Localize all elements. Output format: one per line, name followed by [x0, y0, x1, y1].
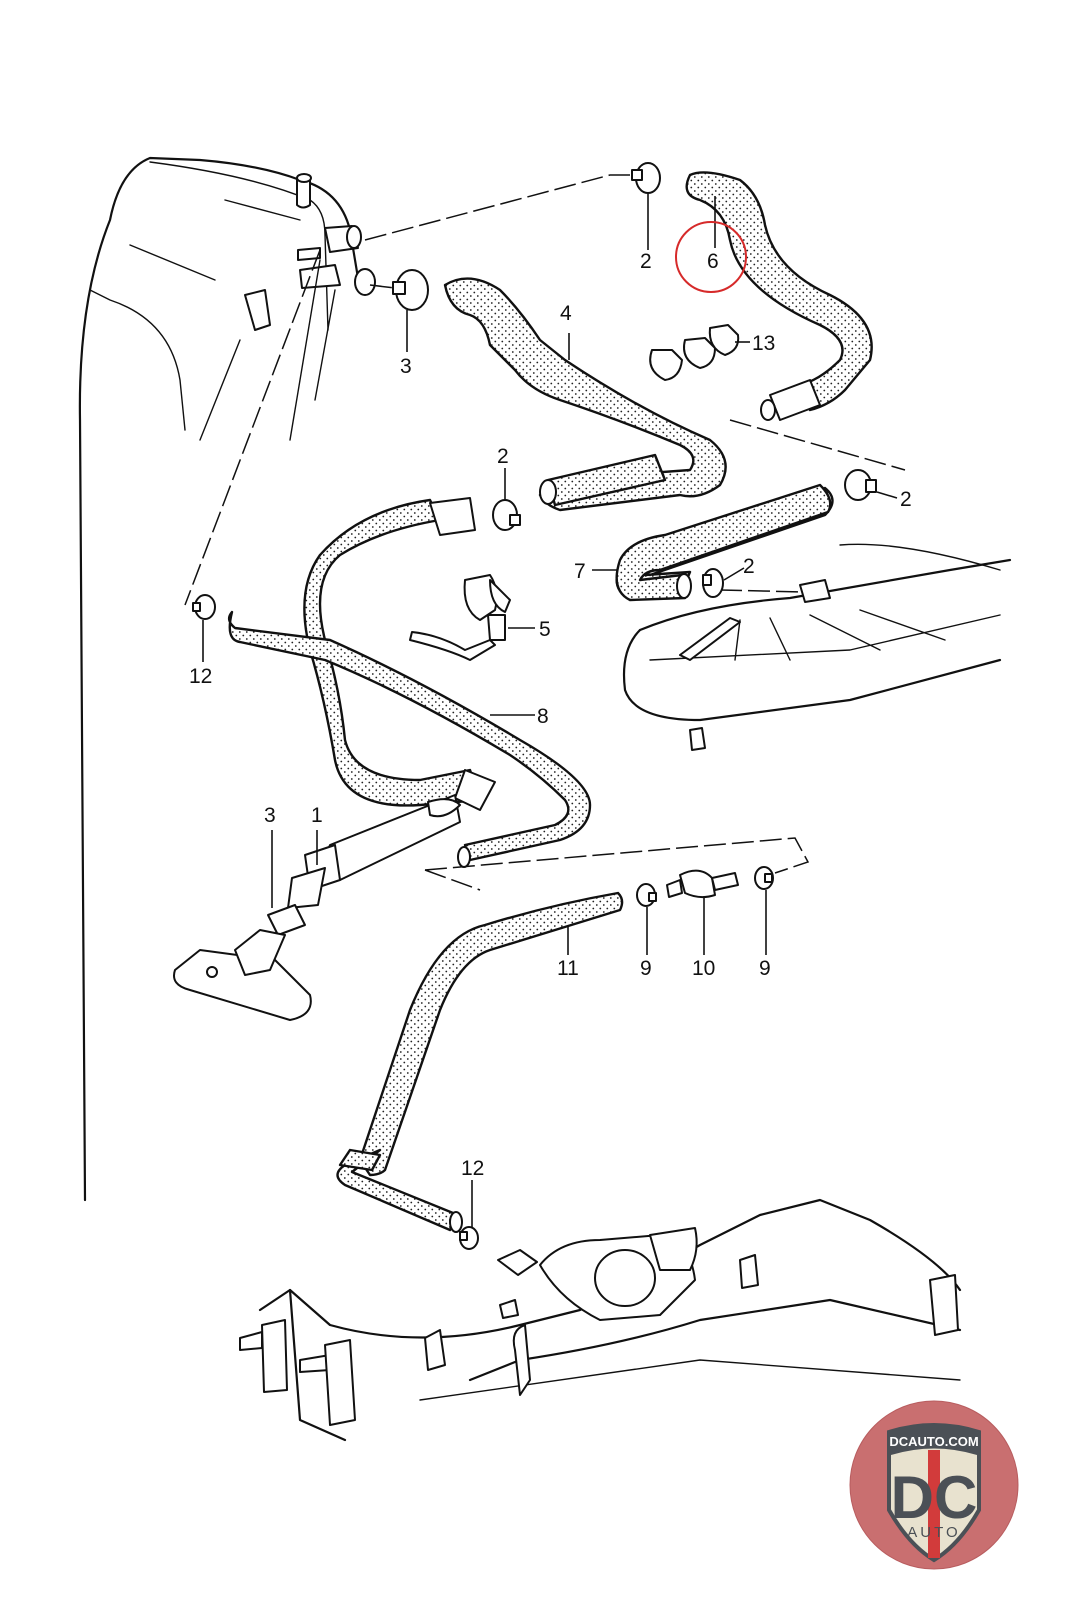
nipple — [497, 1249, 538, 1276]
callout-3-top: 3 — [400, 355, 412, 378]
filler-base — [173, 929, 312, 1021]
clamp-12-bottom — [459, 1226, 479, 1250]
hose-6-fitting — [769, 379, 821, 421]
leader-lines — [202, 193, 898, 1228]
callout-1: 1 — [311, 804, 323, 827]
clamp-2-right — [844, 469, 877, 501]
logo-stripe — [928, 1450, 940, 1558]
hose-8 — [227, 610, 592, 862]
logo-top-text: DCAUTO.COM — [889, 1434, 978, 1449]
air-filter-housing — [622, 543, 1012, 751]
valve-10 — [666, 869, 739, 899]
clamp-9-left — [636, 883, 657, 907]
clamp-2-mid — [492, 499, 521, 531]
callout-12-bottom: 12 — [461, 1157, 484, 1180]
oil-tank — [78, 156, 376, 1202]
callout-11: 11 — [557, 957, 579, 980]
bracket-5 — [409, 574, 511, 661]
hose-11 — [358, 891, 624, 1177]
callout-12-left: 12 — [189, 665, 212, 688]
clamp-2-top — [631, 162, 661, 194]
callout-13: 13 — [752, 332, 775, 355]
callout-9-left: 9 — [640, 957, 652, 980]
callout-9-right: 9 — [759, 957, 771, 980]
clamp-3-low — [267, 904, 306, 936]
clamp-3-top — [392, 269, 429, 311]
clamp-12-left — [192, 594, 216, 620]
callout-labels: 2 6 3 4 13 2 2 7 2 5 12 8 3 1 11 9 10 9 … — [189, 221, 912, 1180]
clamp-2-lower — [702, 568, 724, 598]
logo-sub-text: AUTO — [907, 1524, 960, 1541]
dcauto-logo: DCAUTO.COM DC AUTO — [849, 1400, 1019, 1570]
logo-mark: DC — [891, 1464, 978, 1531]
callout-2-lower: 2 — [743, 555, 755, 578]
hose-fitting — [429, 497, 476, 536]
hose-11-lower — [336, 1148, 460, 1232]
callout-8: 8 — [537, 705, 549, 728]
callout-2-top: 2 — [640, 250, 652, 273]
highlight-circle-6 — [675, 221, 747, 293]
connection-lines — [184, 174, 906, 891]
clamp-9-right — [754, 866, 774, 890]
callout-2-right: 2 — [900, 488, 912, 511]
callout-5: 5 — [539, 618, 551, 641]
callout-2-mid: 2 — [497, 445, 509, 468]
callout-10: 10 — [692, 957, 715, 980]
intake-manifold — [239, 1198, 962, 1442]
callout-6: 6 — [707, 250, 719, 273]
callout-3-low: 3 — [264, 804, 276, 827]
hose-6 — [685, 171, 873, 412]
callout-7: 7 — [574, 560, 586, 583]
clamps-13 — [649, 324, 740, 381]
callout-4: 4 — [560, 302, 572, 325]
